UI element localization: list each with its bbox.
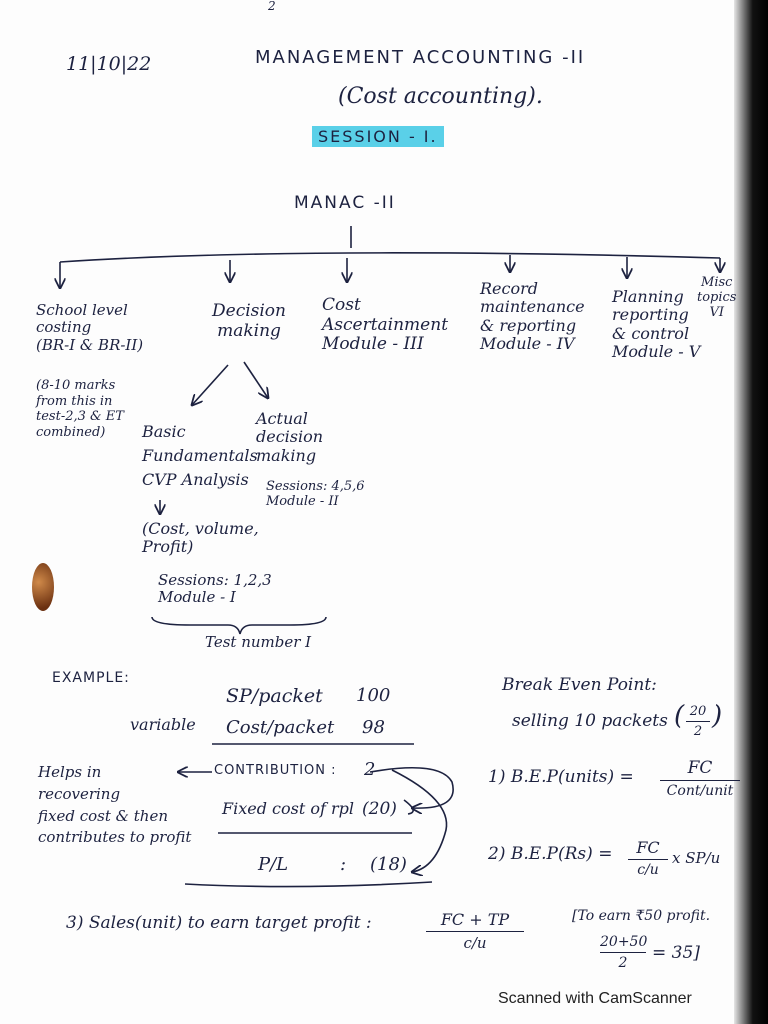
branch-decision-making: Decision making	[212, 301, 286, 341]
page-title: MANAGEMENT ACCOUNTING -II	[255, 47, 586, 68]
bep-frac-paren-close: )	[712, 701, 723, 731]
target-profit-note: [To earn ₹50 profit.	[572, 908, 711, 924]
tree-root: MANAC -II	[294, 193, 396, 213]
pl-label: P/L	[258, 854, 289, 875]
cost-per-packet-value: 98	[362, 717, 385, 738]
target-calc-num: 20+50	[600, 934, 648, 950]
fraction-bar	[628, 859, 668, 860]
contribution-value: 2	[364, 759, 376, 780]
fraction-bar	[686, 721, 710, 722]
target-profit-num: FC + TP	[440, 910, 510, 929]
branch-misc-topics: Misc topics VI	[697, 275, 737, 320]
example-heading: EXAMPLE:	[52, 670, 130, 686]
branch-school-level: School level costing (BR-I & BR-II)	[36, 301, 144, 354]
branch-record-maintenance: Record maintenance & reporting Module - …	[480, 279, 585, 354]
cost-per-packet-label: Cost/packet	[226, 717, 335, 738]
page-number: 2	[268, 0, 276, 13]
decision-actual: Actual decision making	[256, 409, 324, 465]
cvp-expansion: (Cost, volume, Profit)	[142, 519, 259, 557]
bep-selling-frac-num: 20	[689, 704, 707, 719]
bep-formula-2-fraction: FC c/u	[628, 838, 668, 878]
variable-label: variable	[130, 715, 196, 734]
bep-formula-2-num: FC	[636, 838, 660, 857]
branch-cost-ascertainment: Cost Ascertainment Module - III	[322, 295, 449, 355]
test-number-label: Test number I	[205, 633, 312, 651]
bep-formula-1-fraction: FC Cont/unit	[660, 758, 740, 799]
camscanner-footer: Scanned with CamScanner	[498, 990, 692, 1007]
finger-blob	[32, 563, 54, 611]
contribution-label: CONTRIBUTION :	[214, 763, 337, 778]
bep-heading: Break Even Point:	[502, 675, 657, 695]
bep-frac-paren-open: (	[674, 701, 685, 731]
bep-selling-text: selling 10 packets	[512, 711, 668, 731]
target-profit-label: 3) Sales(unit) to earn target profit :	[66, 913, 372, 933]
target-calc-den: 2	[618, 955, 628, 971]
target-profit-fraction: FC + TP c/u	[426, 910, 524, 952]
session-badge: SESSION - I.	[312, 126, 444, 147]
page-subtitle: (Cost accounting).	[338, 84, 543, 109]
target-calc-result: = 35]	[652, 943, 700, 963]
branch-school-note: (8-10 marks from this in test-2,3 & ET c…	[36, 378, 124, 440]
pl-separator: :	[340, 854, 347, 875]
sp-label: SP/packet	[226, 685, 323, 707]
target-calc-fraction: 20+50 2	[600, 934, 648, 971]
actual-sessions-module: Sessions: 4,5,6 Module - II	[266, 479, 365, 509]
bep-formula-2-tail: x SP/u	[672, 849, 721, 867]
tree-branch-line	[59, 252, 721, 263]
basic-sessions-module: Sessions: 1,2,3 Module - I	[158, 571, 272, 607]
fraction-bar	[660, 780, 740, 781]
bep-selling-frac-den: 2	[693, 724, 703, 739]
fraction-bar	[426, 931, 524, 932]
session-label: SESSION - I.	[312, 126, 444, 147]
date: 11|10|22	[66, 53, 152, 75]
contribution-note: Helps in recovering fixed cost & then co…	[38, 763, 192, 847]
sp-value: 100	[356, 685, 391, 706]
page-edge-shadow	[734, 0, 768, 1024]
fixed-cost-value: (20)	[362, 799, 397, 819]
bep-formula-1-num: FC	[687, 758, 713, 778]
bep-selling-fraction: 20 2	[686, 704, 710, 739]
bep-formula-2-label: 2) B.E.P(Rs) =	[488, 844, 613, 864]
fixed-cost-label: Fixed cost of rpl	[222, 799, 355, 818]
bep-formula-1-label: 1) B.E.P(units) =	[488, 767, 634, 787]
bep-formula-1-den: Cont/unit	[666, 783, 734, 799]
branch-planning-reporting: Planning reporting & control Module - V	[612, 287, 701, 362]
decision-basic-fundamentals: Basic Fundamentals CVP Analysis	[142, 422, 258, 489]
fraction-bar	[600, 952, 646, 953]
pl-value: (18)	[370, 854, 407, 875]
bep-formula-2-den: c/u	[637, 862, 659, 878]
target-profit-den: c/u	[463, 934, 487, 952]
